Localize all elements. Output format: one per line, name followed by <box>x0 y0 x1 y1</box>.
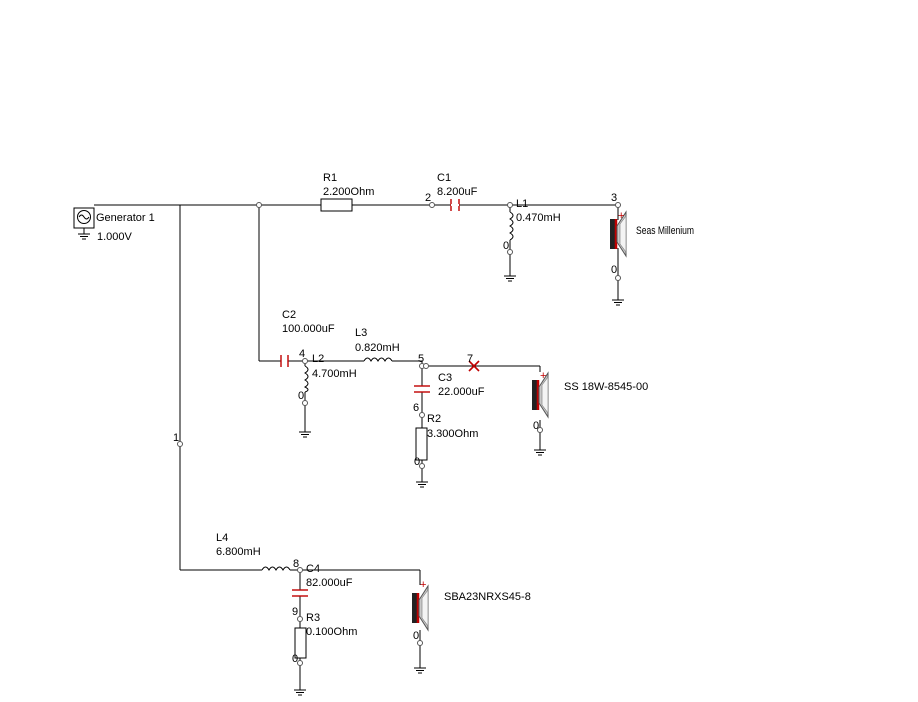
c4-name: C4 <box>306 563 320 575</box>
node-marker[interactable] <box>429 202 435 208</box>
c4-value: 82.000uF <box>306 577 353 589</box>
c2-value: 100.000uF <box>282 323 335 335</box>
node-marker[interactable] <box>297 616 303 622</box>
capacitor-c4[interactable] <box>292 589 308 597</box>
node-label-0: 0 <box>298 390 304 402</box>
node-marker[interactable] <box>423 363 429 369</box>
node-marker[interactable] <box>297 660 303 666</box>
node-label-5: 5 <box>418 353 424 365</box>
l4-name: L4 <box>216 532 228 544</box>
midrange-polarity: + <box>540 370 546 382</box>
c3-name: C3 <box>438 372 452 384</box>
inductor-l3[interactable] <box>363 357 393 362</box>
node-label-7: 7 <box>467 353 473 365</box>
c1-name: C1 <box>437 172 451 184</box>
node-label-2: 2 <box>425 192 431 204</box>
capacitor-c3[interactable] <box>414 385 430 393</box>
l3-name: L3 <box>355 327 367 339</box>
l2-value: 4.700mH <box>312 368 357 380</box>
ground-icon <box>611 299 625 306</box>
ground-icon <box>503 275 517 282</box>
ground-icon <box>298 431 312 438</box>
node-markers <box>177 202 621 666</box>
capacitor-c1[interactable] <box>450 199 460 211</box>
node-marker[interactable] <box>615 275 621 281</box>
c1-value: 8.200uF <box>437 186 478 198</box>
r1-value: 2.200Ohm <box>323 186 374 198</box>
inductor-l2[interactable] <box>303 365 309 393</box>
resistor-r2[interactable] <box>415 427 428 461</box>
r2-value: 3.300Ohm <box>427 428 478 440</box>
node-marker[interactable] <box>177 441 183 447</box>
inductor-l4[interactable] <box>261 566 291 571</box>
node-label-3: 3 <box>611 192 617 204</box>
node-label-0: 0 <box>414 456 420 468</box>
node-label-1: 1 <box>173 432 179 444</box>
node-marker[interactable] <box>302 400 308 406</box>
node-marker[interactable] <box>507 202 513 208</box>
node-label-0: 0 <box>413 630 419 642</box>
node-marker[interactable] <box>417 640 423 646</box>
capacitor-c2[interactable] <box>280 355 289 367</box>
node-label-0: 0 <box>292 653 298 665</box>
wires <box>94 204 619 690</box>
node-marker[interactable] <box>297 567 303 573</box>
c3-value: 22.000uF <box>438 386 485 398</box>
l3-value: 0.820mH <box>355 342 400 354</box>
l4-value: 6.800mH <box>216 546 261 558</box>
node-marker[interactable] <box>507 249 513 255</box>
node-label-0: 0 <box>611 264 617 276</box>
midrange-label: SS 18W-8545-00 <box>564 381 648 393</box>
tweeter-label: Seas Millenium <box>636 225 694 237</box>
generator-name: Generator 1 <box>96 212 155 224</box>
node-marker[interactable] <box>419 412 425 418</box>
l1-name: L1 <box>516 198 528 210</box>
r1-name: R1 <box>323 172 337 184</box>
resistor-r1[interactable] <box>320 198 353 212</box>
node-marker[interactable] <box>615 202 621 208</box>
node-marker[interactable] <box>256 202 262 208</box>
node-marker[interactable] <box>302 358 308 364</box>
l1-value: 0.470mH <box>516 212 561 224</box>
node-label-8: 8 <box>293 558 299 570</box>
c2-name: C2 <box>282 309 296 321</box>
r3-name: R3 <box>306 612 320 624</box>
ground-icon <box>415 481 429 488</box>
ground-icon <box>293 689 307 696</box>
ground-icon <box>413 667 427 674</box>
node-label-0: 0 <box>533 420 539 432</box>
node-marker[interactable] <box>419 463 425 469</box>
node-label-4: 4 <box>299 348 305 360</box>
generator-1[interactable] <box>73 207 95 240</box>
inductor-l1[interactable] <box>509 211 514 241</box>
speaker-woofer-icon[interactable] <box>410 584 430 632</box>
woofer-label: SBA23NRXS45-8 <box>444 591 531 603</box>
ground-icon <box>77 233 91 240</box>
r2-name: R2 <box>427 413 441 425</box>
node-label-0: 0 <box>503 240 509 252</box>
l2-name: L2 <box>312 353 324 365</box>
resistor-r3[interactable] <box>294 627 307 659</box>
tweeter-polarity: + <box>618 210 624 222</box>
node-label-6: 6 <box>413 402 419 414</box>
node-marker[interactable] <box>537 427 543 433</box>
node-label-9: 9 <box>292 606 298 618</box>
woofer-polarity: + <box>420 579 426 591</box>
ground-icon <box>533 449 547 456</box>
r3-value: 0.100Ohm <box>306 626 357 638</box>
probe-marker-icon[interactable] <box>468 360 480 372</box>
generator-value: 1.000V <box>97 231 133 243</box>
